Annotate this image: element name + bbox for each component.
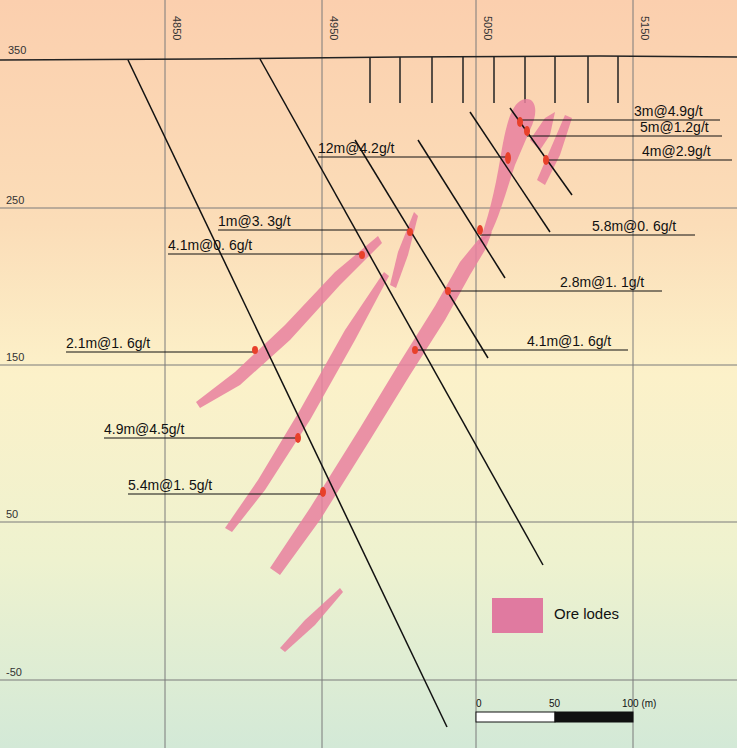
- axis-label: 4850: [171, 16, 183, 40]
- grid: [0, 365, 737, 366]
- trench-ticks: [587, 56, 589, 103]
- legend-swatch: [492, 598, 543, 633]
- grid: [476, 0, 477, 748]
- scale-label: 100 (m): [622, 698, 656, 710]
- trench-ticks: [617, 56, 619, 103]
- trench-ticks: [399, 57, 401, 103]
- assay-label: 4m@2.9g/t: [642, 143, 711, 159]
- grid: [165, 0, 166, 748]
- intercept-mark: [517, 117, 523, 127]
- leader-line: [318, 157, 508, 158]
- assay-label: 1m@3. 3g/t: [218, 213, 291, 229]
- assay-label: 4.1m@1. 6g/t: [527, 333, 611, 349]
- leader-line: [546, 160, 732, 161]
- legend-text: Ore lodes: [554, 606, 619, 622]
- assay-label: 3m@4.9g/t: [634, 103, 703, 119]
- scale-bar: [476, 712, 633, 722]
- assay-label: 2.1m@1. 6g/t: [66, 335, 150, 351]
- leader-line: [480, 235, 695, 236]
- intercept-mark: [407, 228, 413, 236]
- intercept-mark: [252, 117, 549, 497]
- scale-label: 50: [549, 698, 560, 710]
- ore-lode: [478, 99, 535, 245]
- intercept-mark: [359, 251, 365, 259]
- ore-lode: [225, 272, 389, 532]
- trench-ticks: [369, 57, 371, 103]
- assay-label: 5.8m@0. 6g/t: [592, 218, 676, 234]
- intercept-mark: [505, 152, 511, 164]
- trench-ticks: [554, 56, 556, 103]
- leader-line: [168, 254, 362, 255]
- intercept-mark: [295, 433, 301, 443]
- leader-line: [66, 120, 732, 494]
- grid: [0, 680, 737, 681]
- grid: [633, 0, 634, 748]
- scale-label: 0: [476, 698, 482, 710]
- leader-line: [104, 438, 298, 439]
- drill-hole: [128, 60, 447, 727]
- drill-hole: [128, 59, 572, 727]
- grid: [0, 522, 737, 523]
- scale-bar: [555, 712, 633, 722]
- ore-lode: [280, 588, 343, 652]
- axis-label: 4950: [328, 16, 340, 40]
- leader-line: [218, 230, 410, 231]
- intercept-mark: [252, 346, 258, 354]
- assay-label: 5m@1.2g/t: [640, 119, 709, 135]
- axis-label: 50: [6, 508, 18, 520]
- assay-label: 5.4m@1. 5g/t: [128, 477, 212, 493]
- ore-lode: [196, 99, 572, 652]
- trench-ticks: [493, 56, 495, 103]
- intercept-mark: [524, 126, 530, 136]
- leader-line: [448, 291, 662, 292]
- intercept-mark: [543, 155, 549, 165]
- axis-label: 250: [6, 194, 24, 206]
- leader-line: [128, 494, 323, 495]
- assay-label: 4.9m@4.5g/t: [104, 421, 184, 437]
- drill-hole: [260, 59, 543, 565]
- drill-hole: [355, 140, 488, 358]
- axis-label: 350: [8, 44, 26, 56]
- intercept-mark: [412, 346, 418, 354]
- trench-ticks: [431, 57, 433, 103]
- trench-ticks: [462, 56, 464, 103]
- leader-line: [415, 350, 628, 351]
- axis-label: 150: [6, 351, 24, 363]
- intercept-mark: [445, 287, 451, 295]
- ore-lode: [537, 115, 572, 185]
- scale-bar: [476, 712, 555, 722]
- surface-line: [0, 56, 737, 60]
- trench-ticks: [524, 56, 526, 103]
- leader-line: [527, 136, 722, 137]
- ore-lode: [530, 112, 555, 150]
- drill-hole: [470, 112, 550, 232]
- assay-label: 4.1m@0. 6g/t: [168, 237, 252, 253]
- ore-lode: [390, 212, 418, 288]
- axis-label: 5150: [639, 16, 651, 40]
- drill-hole: [418, 140, 505, 278]
- axis-label: 5050: [482, 16, 494, 40]
- intercept-mark: [320, 487, 326, 497]
- grid: [0, 208, 737, 209]
- intercept-mark: [477, 225, 483, 235]
- trench-ticks: [370, 56, 618, 103]
- assay-label: 12m@4.2g/t: [318, 140, 394, 156]
- assay-label: 2.8m@1. 1g/t: [560, 274, 644, 290]
- axis-label: -50: [6, 666, 22, 678]
- leader-line: [66, 352, 255, 353]
- drill-hole: [510, 108, 572, 195]
